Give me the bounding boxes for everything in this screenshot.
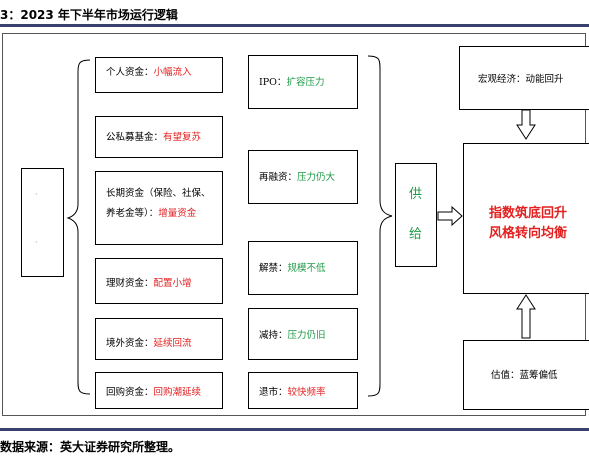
title-rule [0, 24, 589, 27]
source-rule [0, 428, 589, 431]
conclusion-line-1: 指数筑底回升 [488, 206, 567, 221]
fund-value: 有望复苏 [163, 132, 202, 143]
supply-value: 压力仍大 [297, 172, 336, 183]
supply-label: 再融资： [259, 172, 298, 183]
left-source-box: · · [21, 168, 64, 277]
fund-label: 理财资金： [106, 278, 154, 289]
supply-value: 压力仍旧 [287, 330, 326, 341]
supply-box-delisting: 退市：较快频率 [248, 372, 358, 409]
fund-value: 小幅流入 [153, 67, 192, 78]
supply-box-refinancing: 再融资：压力仍大 [248, 150, 358, 204]
fund-box-individual: 个人资金：小幅流入 [95, 57, 223, 93]
valuation-box: 估值：蓝筹偏低 [463, 340, 589, 410]
supply-label: IPO： [259, 77, 287, 88]
left-box-mark-bottom: · [35, 238, 38, 247]
fund-box-public-private: 公私募基金：有望复苏 [95, 116, 223, 158]
fund-box-wealth: 理财资金：配置小增 [95, 258, 223, 304]
fund-value: 延续回流 [153, 338, 192, 349]
supply-char-top: 供 [409, 187, 423, 202]
fund-box-buyback: 回购资金：回购潮延续 [95, 372, 223, 409]
arrow-right [437, 205, 463, 227]
supply-box-unlock: 解禁：规模不低 [248, 241, 358, 295]
right-brace [367, 55, 393, 397]
fund-label: 公私募基金： [106, 132, 164, 143]
fund-value: 配置小增 [153, 278, 192, 289]
arrow-down [516, 109, 536, 140]
supply-box-reduction: 减持：压力仍旧 [248, 308, 358, 360]
conclusion-line-2: 风格转向均衡 [488, 226, 567, 241]
conclusion-box: 指数筑底回升 风格转向均衡 [463, 143, 589, 294]
macro-economy-text: 宏观经济：动能回升 [478, 74, 564, 85]
fund-box-foreign: 境外资金：延续回流 [95, 318, 223, 360]
figure-title: 3：2023 年下半年市场运行逻辑 [0, 8, 178, 22]
macro-economy-box: 宏观经济：动能回升 [459, 46, 589, 110]
supply-char-bottom: 给 [409, 227, 423, 242]
fund-label: 个人资金： [106, 67, 154, 78]
source-note: 数据来源：英大证券研究所整理。 [0, 440, 181, 454]
fund-label: 境外资金： [106, 338, 154, 349]
fund-label: 回购资金： [106, 387, 154, 398]
supply-box-ipo: IPO：扩容压力 [248, 55, 358, 109]
valuation-text: 估值：蓝筹偏低 [491, 370, 558, 381]
fund-value: 增量资金 [158, 208, 197, 219]
left-brace [66, 59, 91, 395]
fund-value: 回购潮延续 [153, 387, 202, 398]
fund-label: 长期资金（保险、社保、 [106, 188, 211, 199]
fund-label-cont: 养老金等）： [106, 208, 159, 219]
supply-value: 规模不低 [287, 263, 326, 274]
supply-value: 扩容压力 [286, 77, 325, 88]
arrow-up [516, 294, 536, 339]
supply-box: 供 给 [395, 163, 437, 267]
fund-box-long-term: 长期资金（保险、社保、 养老金等）：增量资金 [95, 171, 223, 245]
supply-label: 减持： [259, 330, 288, 341]
supply-label: 解禁： [259, 263, 288, 274]
supply-value: 较快频率 [287, 387, 326, 398]
left-box-mark-top: · [35, 190, 38, 199]
supply-label: 退市： [259, 387, 288, 398]
